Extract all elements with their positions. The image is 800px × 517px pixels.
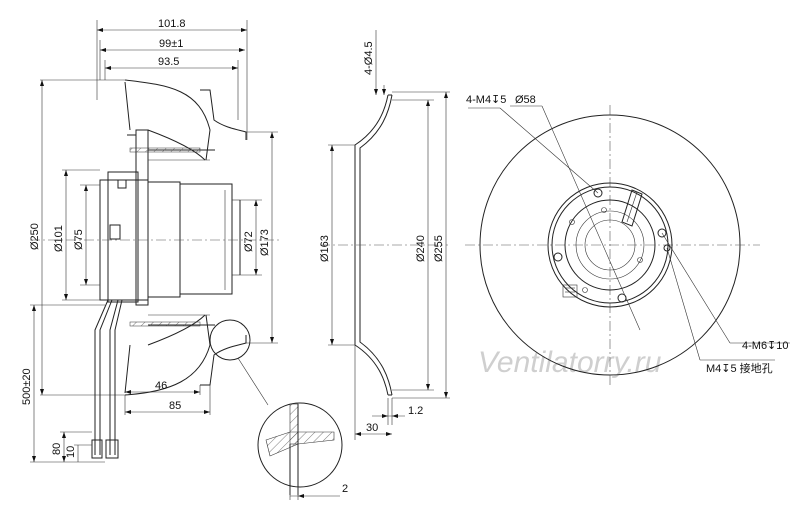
dim-93-5: 93.5 <box>158 56 179 68</box>
dim-4-4-5: 4-Ø4.5 <box>363 41 375 75</box>
detail-dim-2: 2 <box>342 483 348 495</box>
side-view: 101.8 99±1 93.5 <box>21 18 280 463</box>
label-4-m4: 4-M4↧5 <box>466 94 506 106</box>
dim-173: Ø173 <box>259 229 271 256</box>
dim-cable-length: 500±20 <box>21 368 33 405</box>
dim-85: 85 <box>169 400 181 412</box>
dim-1-2: 1.2 <box>408 405 423 417</box>
label-4-m6: 4-M6↧10 <box>742 340 789 352</box>
dim-72: Ø72 <box>243 231 255 252</box>
inlet-view: 4-Ø4.5 Ø163 Ø240 Ø255 1.2 30 <box>319 30 450 440</box>
dim-75: Ø75 <box>73 229 85 250</box>
dim-46: 46 <box>155 380 167 392</box>
dim-240: Ø240 <box>415 235 427 262</box>
dim-101: Ø101 <box>53 225 65 252</box>
dim-250: Ø250 <box>29 223 41 250</box>
front-view: 4-M4↧5 Ø58 4-M6↧10 M4↧5 接地孔 <box>465 94 790 385</box>
dim-80: 80 <box>51 443 63 455</box>
detail-view: 2 <box>257 402 348 500</box>
label-58: Ø58 <box>515 94 536 106</box>
dim-30: 30 <box>366 422 378 434</box>
dim-10: 10 <box>65 446 77 458</box>
dim-101-8: 101.8 <box>158 18 186 30</box>
label-ground-hole: M4↧5 接地孔 <box>706 362 773 375</box>
watermark-text: Ventilatorry.ru <box>478 346 662 379</box>
dim-163: Ø163 <box>319 235 331 262</box>
dim-99: 99±1 <box>159 38 183 50</box>
dim-255: Ø255 <box>433 235 445 262</box>
